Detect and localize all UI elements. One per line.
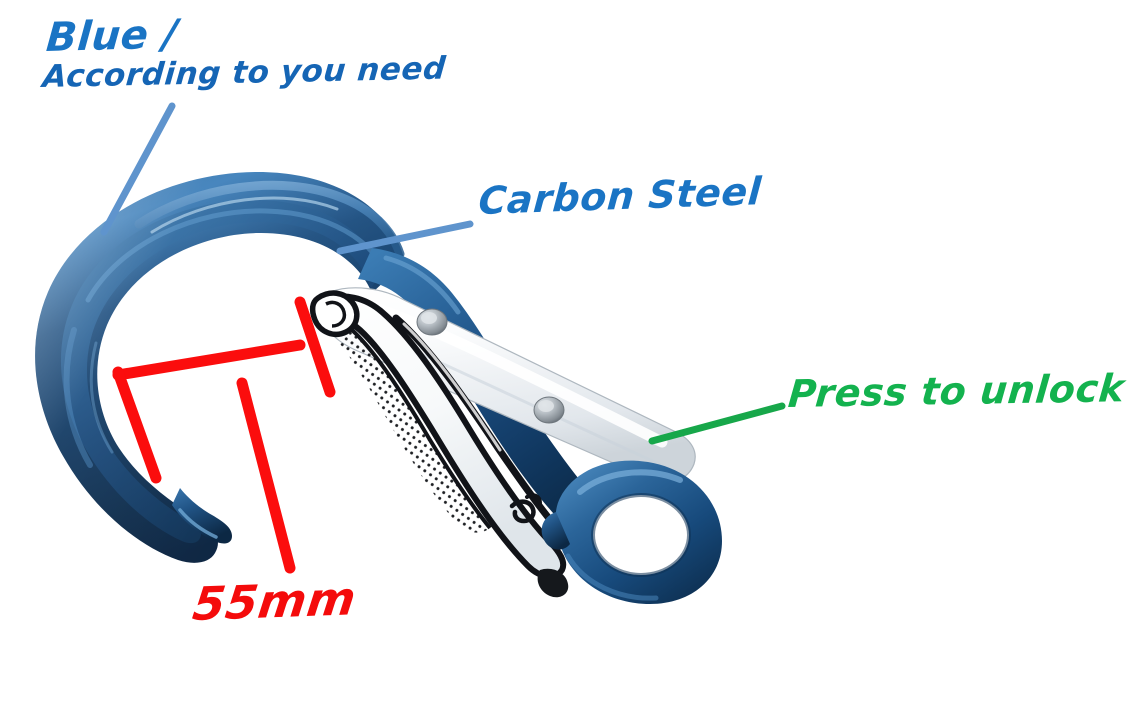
hook-nose-tip	[172, 488, 232, 544]
annotation-label-color-secondary: According to you need	[41, 50, 448, 95]
annotation-label-dimension: 55mm	[189, 571, 360, 631]
leader-line-dimension	[236, 377, 296, 574]
annotation-label-action: Press to unlock	[786, 366, 1127, 416]
dimension-tick-right	[294, 296, 336, 398]
leader-line-color	[100, 102, 176, 236]
eyelet-ring	[541, 460, 722, 604]
rivet-lower	[533, 396, 565, 424]
rivet-upper	[416, 308, 448, 336]
annotation-label-material: Carbon Steel	[477, 169, 764, 223]
annotation-label-color-primary: Blue /	[44, 11, 180, 61]
gate-lever	[309, 290, 567, 580]
leader-line-material	[336, 220, 474, 255]
dimension-line-span	[112, 339, 306, 381]
dimension-tick-left	[112, 366, 162, 484]
hook-body	[35, 171, 405, 563]
gate-stop-stud	[537, 568, 569, 598]
leader-line-action	[648, 402, 786, 445]
